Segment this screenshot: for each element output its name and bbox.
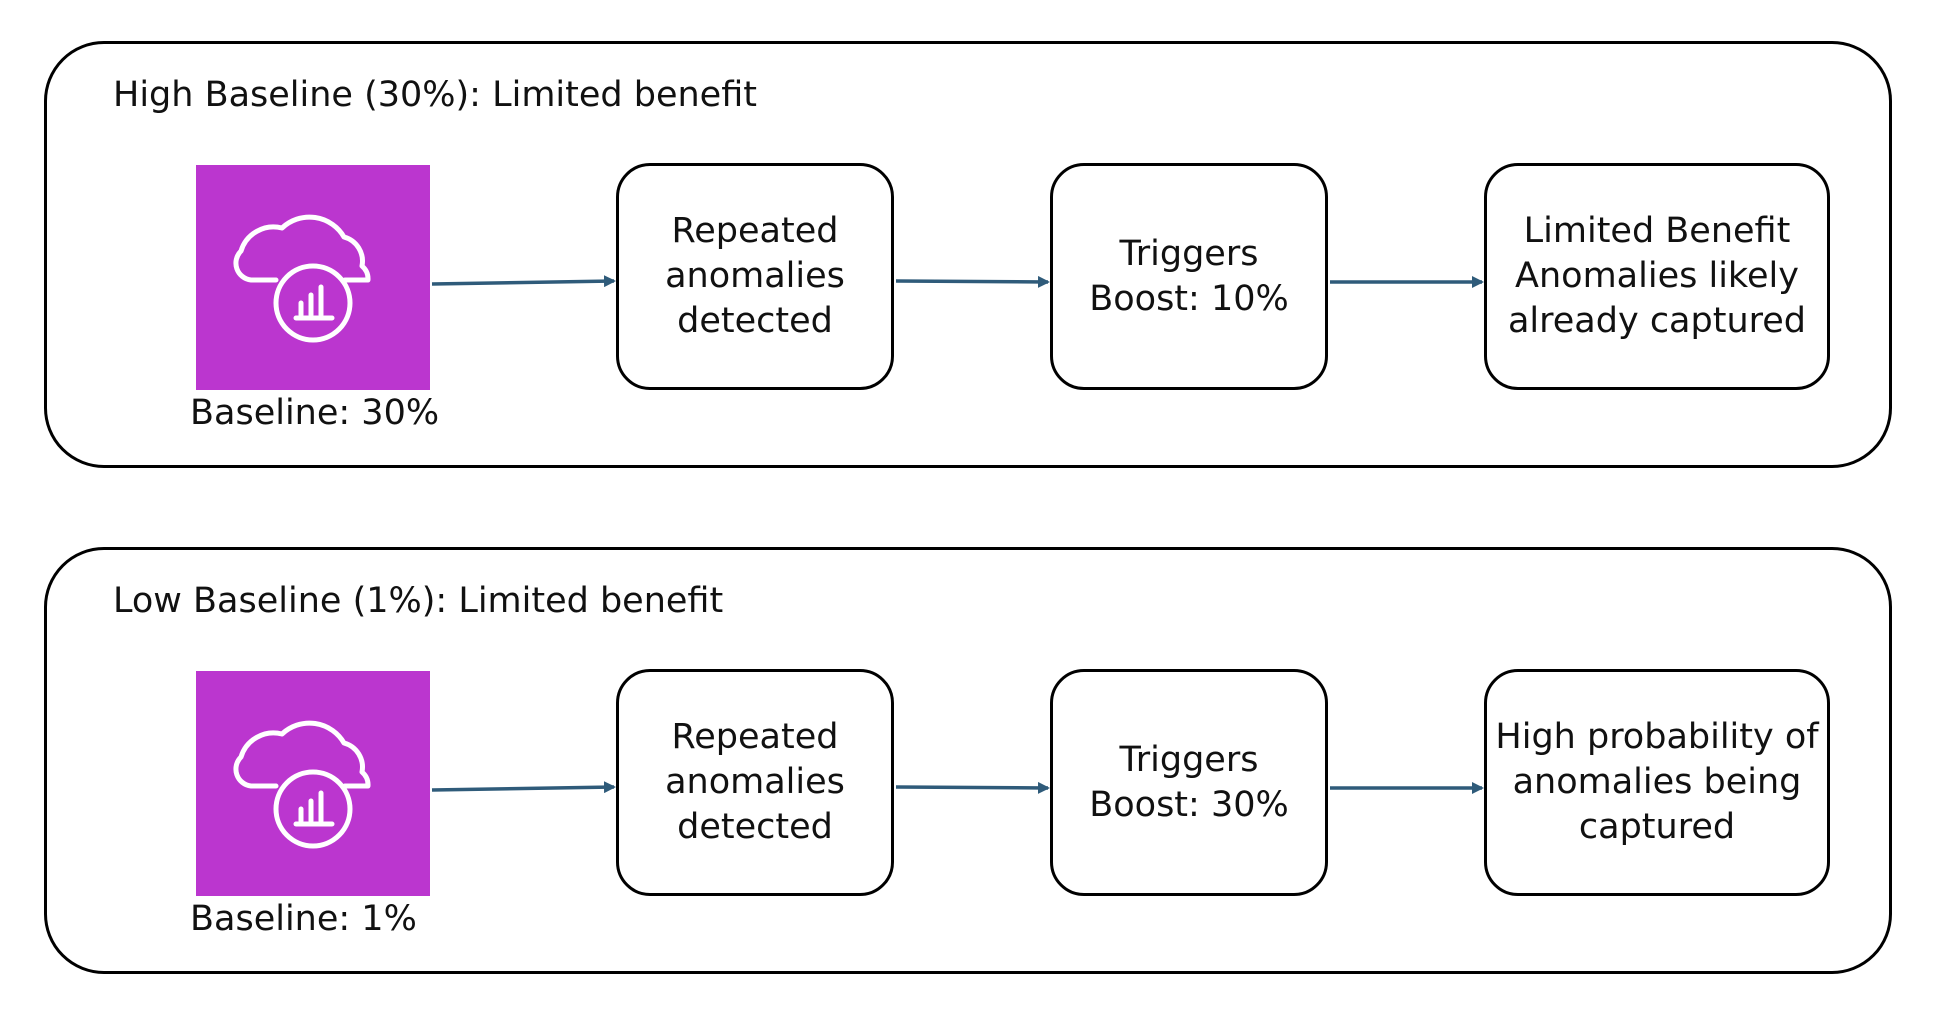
low-baseline-panel: Low Baseline (1%): Limited benefit Basel… xyxy=(44,547,1892,974)
outcome-node: High probability of anomalies being capt… xyxy=(1484,669,1830,896)
cloud-chart-icon xyxy=(196,671,430,896)
node-text: Limited Benefit Anomalies likely already… xyxy=(1507,211,1806,341)
node-text: High probability of anomalies being capt… xyxy=(1495,717,1819,847)
baseline-label: Baseline: 1% xyxy=(190,899,417,939)
node-text: Repeated anomalies detected xyxy=(665,717,845,847)
panel-title: Low Baseline (1%): Limited benefit xyxy=(113,581,724,621)
outcome-node: Limited Benefit Anomalies likely already… xyxy=(1484,163,1830,390)
node-text: Triggers Boost: 30% xyxy=(1089,739,1289,825)
high-baseline-panel: High Baseline (30%): Limited benefit Bas… xyxy=(44,41,1892,468)
arrow-step1-to-step2 xyxy=(895,781,1050,794)
arrow-icon-to-step1 xyxy=(431,781,616,794)
repeated-anomalies-node: Repeated anomalies detected xyxy=(616,163,894,390)
baseline-label: Baseline: 30% xyxy=(190,393,440,433)
triggers-boost-node: Triggers Boost: 10% xyxy=(1050,163,1328,390)
arrow-step1-to-step2 xyxy=(895,275,1050,288)
panel-title: High Baseline (30%): Limited benefit xyxy=(113,75,757,115)
node-text: Repeated anomalies detected xyxy=(665,211,845,341)
arrow-icon-to-step1 xyxy=(431,275,616,288)
triggers-boost-node: Triggers Boost: 30% xyxy=(1050,669,1328,896)
node-text: Triggers Boost: 10% xyxy=(1089,233,1289,319)
repeated-anomalies-node: Repeated anomalies detected xyxy=(616,669,894,896)
cloud-chart-icon xyxy=(196,165,430,390)
